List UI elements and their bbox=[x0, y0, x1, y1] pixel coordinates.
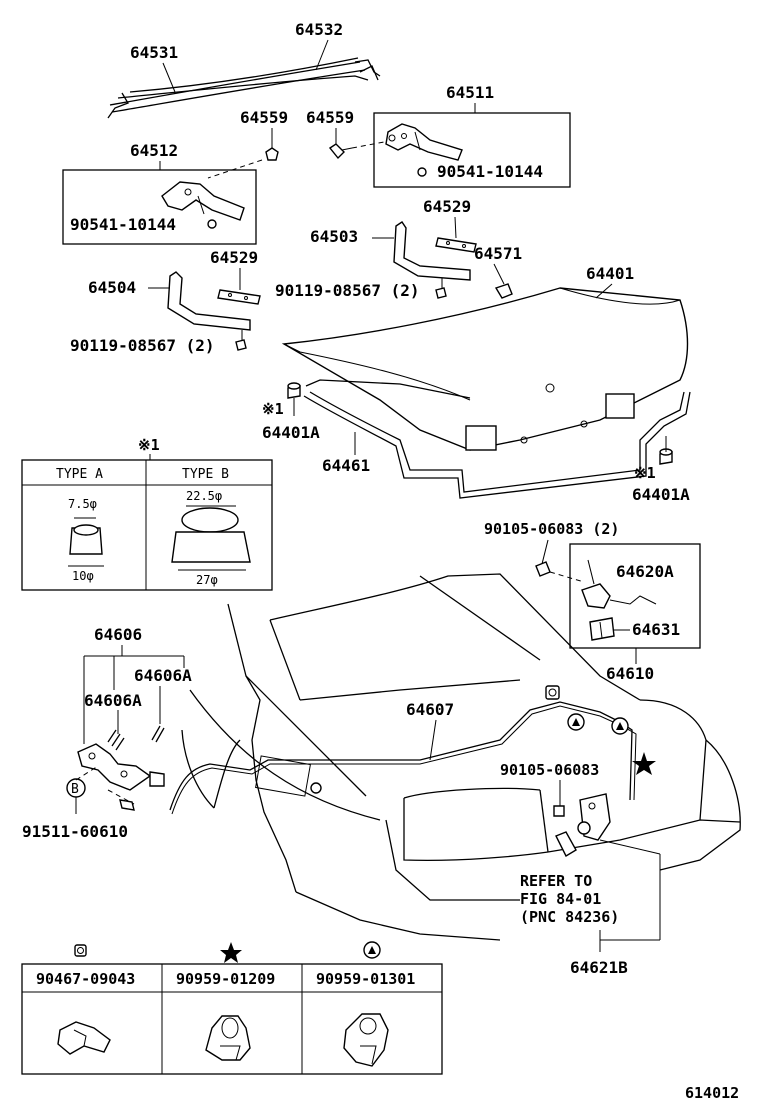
bolt-icon bbox=[435, 287, 447, 299]
clip-90959-01209-icon bbox=[205, 1015, 251, 1061]
part-64621B-label: 64621B bbox=[570, 958, 628, 977]
type-a-bottom-dim: 10φ bbox=[72, 569, 94, 583]
lock-assembly-64621B bbox=[555, 793, 611, 857]
clip-90467-icon bbox=[57, 1021, 111, 1055]
stopper-icon bbox=[494, 283, 513, 299]
hinge-64511 bbox=[385, 123, 463, 161]
ref-mark-right: ※1 bbox=[634, 464, 656, 482]
clip-col1-header: 90467-09043 bbox=[36, 970, 135, 988]
refer-note-line2: FIG 84-01 bbox=[520, 890, 601, 908]
part-64532-label: 64532 bbox=[295, 20, 343, 39]
part-64401A-left-label: 64401A bbox=[262, 423, 320, 442]
bolt-icon bbox=[535, 561, 551, 577]
part-64571-label: 64571 bbox=[474, 244, 522, 263]
hinge-arm-64503 bbox=[393, 221, 471, 281]
type-b-bottom-dim: 27φ bbox=[196, 573, 218, 587]
refer-note-line1: REFER TO bbox=[520, 872, 592, 890]
lock-cylinder-64620A bbox=[581, 559, 657, 609]
part-64529-left-label: 64529 bbox=[210, 248, 258, 267]
spacer-64529-left bbox=[217, 289, 261, 305]
part-64606-label: 64606 bbox=[94, 625, 142, 644]
type-b-header: TYPE B bbox=[182, 467, 229, 482]
clip-col3-header: 90959-01301 bbox=[316, 970, 415, 988]
part-64503-label: 64503 bbox=[310, 227, 358, 246]
clip-table: 90467-09043 90959-01209 90959-01301 bbox=[21, 963, 443, 1075]
refer-note-line3: (PNC 84236) bbox=[520, 908, 619, 926]
part-90119-right-label: 90119-08567 (2) bbox=[275, 281, 420, 300]
luggage-compartment-lid bbox=[281, 287, 689, 451]
part-90105-top-label: 90105-06083 (2) bbox=[484, 520, 619, 538]
part-64401A-right-label: 64401A bbox=[632, 485, 690, 504]
bolt-icon bbox=[328, 128, 385, 160]
weatherstrip-64461 bbox=[303, 379, 691, 499]
spring-icon bbox=[107, 729, 125, 751]
hinge-arm-64504 bbox=[167, 271, 251, 331]
part-90541-left-label: 90541-10144 bbox=[70, 215, 176, 234]
part-90119-left-label: 90119-08567 (2) bbox=[70, 336, 215, 355]
release-lever-64606 bbox=[77, 743, 165, 811]
plug-type-b-icon bbox=[181, 507, 239, 533]
part-64531-label: 64531 bbox=[130, 43, 178, 62]
type-a-header: TYPE A bbox=[56, 467, 103, 482]
clip-marker-square-icon bbox=[545, 685, 560, 700]
part-64512-label: 64512 bbox=[130, 141, 178, 160]
spacer-64529-right bbox=[435, 237, 477, 253]
lock-bezel-64631 bbox=[589, 617, 615, 641]
bolt-icon bbox=[235, 339, 247, 351]
nut-icon bbox=[207, 219, 217, 229]
part-64607-label: 64607 bbox=[406, 700, 454, 719]
part-64504-label: 64504 bbox=[88, 278, 136, 297]
part-64606A-left-label: 64606A bbox=[84, 691, 142, 710]
ref-mark-table: ※1 bbox=[138, 436, 160, 454]
clip-90959-01301-icon bbox=[343, 1013, 389, 1067]
release-cable-64607 bbox=[169, 701, 637, 815]
plug-icon bbox=[287, 382, 301, 399]
part-91511-label: 91511-60610 bbox=[22, 822, 128, 841]
part-64559-right-label: 64559 bbox=[306, 108, 354, 127]
part-90105-bottom-label: 90105-06083 bbox=[500, 761, 599, 779]
ref-mark-left: ※1 bbox=[262, 400, 284, 418]
part-64529-right-label: 64529 bbox=[423, 197, 471, 216]
part-64620A-label: 64620A bbox=[616, 562, 674, 581]
vehicle-body bbox=[181, 573, 741, 941]
clip-square-symbol-icon bbox=[74, 944, 87, 957]
spring-icon bbox=[151, 725, 165, 743]
hinge-64512 bbox=[161, 181, 245, 221]
part-64511-label: 64511 bbox=[446, 83, 494, 102]
bolt-icon bbox=[553, 805, 565, 817]
figure-number: 614012 bbox=[685, 1084, 739, 1102]
part-64610-box bbox=[569, 543, 701, 649]
part-64610-label: 64610 bbox=[606, 664, 654, 683]
plug-type-table: TYPE A TYPE B 7.5φ 10φ 22.5φ 27φ bbox=[21, 459, 273, 591]
part-64511-box bbox=[373, 112, 571, 188]
clip-marker-star-icon bbox=[632, 752, 656, 775]
bolt-icon bbox=[207, 128, 279, 179]
circle-b-label: B bbox=[71, 782, 79, 797]
type-b-top-dim: 22.5φ bbox=[186, 489, 222, 503]
part-64461-label: 64461 bbox=[322, 456, 370, 475]
clip-star-symbol-icon bbox=[220, 942, 242, 963]
torsion-bar-assembly bbox=[107, 57, 381, 119]
clip-col2-header: 90959-01209 bbox=[176, 970, 275, 988]
part-64631-label: 64631 bbox=[632, 620, 680, 639]
part-64559-left-label: 64559 bbox=[240, 108, 288, 127]
type-a-top-dim: 7.5φ bbox=[68, 497, 97, 511]
nut-icon bbox=[417, 167, 427, 177]
part-64401-label: 64401 bbox=[586, 264, 634, 283]
part-64606A-right-label: 64606A bbox=[134, 666, 192, 685]
part-90541-right-label: 90541-10144 bbox=[437, 162, 543, 181]
